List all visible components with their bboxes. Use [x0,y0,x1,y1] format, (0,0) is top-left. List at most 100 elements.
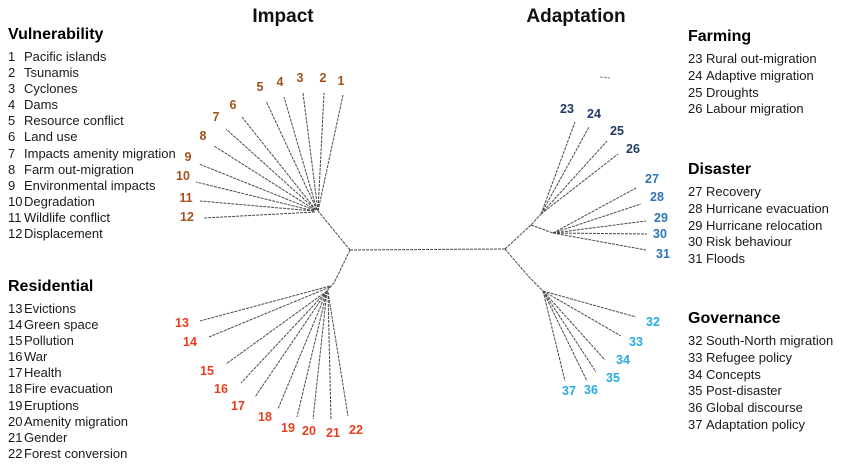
tree-tip-number: 35 [606,371,620,385]
item-label: Hurricane evacuation [706,200,829,216]
item-number: 32 [688,333,703,348]
item-label: Displacement [24,226,103,242]
item-number: 8 [8,161,16,177]
adaptation-header: Adaptation [526,6,626,27]
tree-tip-number: 13 [175,316,189,330]
tree-tip-numbers: 1 2 3 4 5 6 7 8 9 10 11 12 13 14 15 16 1… [175,71,670,440]
list-item: 4 Dams [8,97,176,113]
tree-tip-number: 11 [179,191,192,205]
group-heading: Disaster [688,161,752,178]
tree-tip-number: 12 [180,210,194,224]
item-label: Adaptive migration [706,67,814,83]
item-number: 18 [8,381,23,397]
item-label: Amenity migration [24,413,129,429]
group-heading: Residential [8,278,94,295]
tree-tip-number: 6 [230,98,237,112]
branches-disaster [552,187,648,251]
item-label: Degradation [24,193,95,209]
tree-tip-number: 17 [231,399,245,413]
item-label: Gender [24,429,68,445]
item-label: Dams [24,97,58,113]
item-label: Farm out-migration [24,161,134,177]
item-label: Impacts amenity migration [24,145,176,161]
item-label: War [24,349,48,365]
tree-tip-number: 15 [200,364,214,378]
tree-tip-number: 16 [214,382,228,396]
item-number: 25 [688,84,703,100]
tree-tip-number: 34 [616,353,630,367]
item-label: Environmental impacts [24,177,156,193]
item-label: Forest conversion [24,445,128,461]
item-label: Health [24,365,62,381]
tree-tip-number: 1 [338,74,345,88]
item-number: 12 [8,226,23,242]
item-label: Concepts [706,366,761,382]
tree-tip-number: 19 [281,421,295,435]
tree-tip-number: 2 [320,71,327,85]
tree-tip-number: 32 [646,315,660,329]
item-number: 29 [688,217,703,233]
item-number: 22 [8,445,23,461]
item-label: Adaptation policy [706,416,806,432]
item-label: South-North migration [706,333,834,348]
tree-tip-number: 21 [326,426,340,440]
list-item: 8 Farm out-migration [8,162,176,178]
item-number: 11 [8,209,22,225]
item-label: Labour migration [706,101,804,117]
item-label: Cyclones [24,81,78,97]
item-number: 26 [688,101,703,117]
item-number: 4 [8,97,16,113]
item-number: 24 [688,67,703,83]
item-number: 27 [688,184,703,199]
item-number: 10 [8,193,23,209]
group-heading: Governance [688,310,781,327]
item-number: 21 [8,429,23,445]
item-label: Resource conflict [24,113,124,129]
item-label: Droughts [706,84,759,100]
branches-governance [542,290,637,382]
tree-tip-number: 31 [656,247,670,261]
item-label: Fire evacuation [24,381,113,397]
tree-tip-number: 33 [629,335,643,349]
item-label: Evictions [24,301,77,316]
tree-tip-number: 10 [176,169,190,183]
item-number: 16 [8,349,23,365]
impact-header: Impact [252,6,314,27]
tree-tip-number: 4 [277,75,284,89]
item-label: Floods [706,251,746,267]
group-heading: Farming [688,28,752,45]
tree-trunk-and-connectors [317,76,611,292]
tree-tip-number: 23 [560,102,574,116]
item-number: 13 [8,301,23,316]
tree-tip-number: 26 [626,142,640,156]
item-label: Global discourse [706,400,803,416]
item-number: 34 [688,366,703,382]
tree-tip-number: 9 [185,150,192,164]
tree-tip-number: 37 [562,384,576,398]
item-number: 30 [688,234,703,250]
item-number: 28 [688,200,703,216]
item-label: Pollution [24,333,74,349]
